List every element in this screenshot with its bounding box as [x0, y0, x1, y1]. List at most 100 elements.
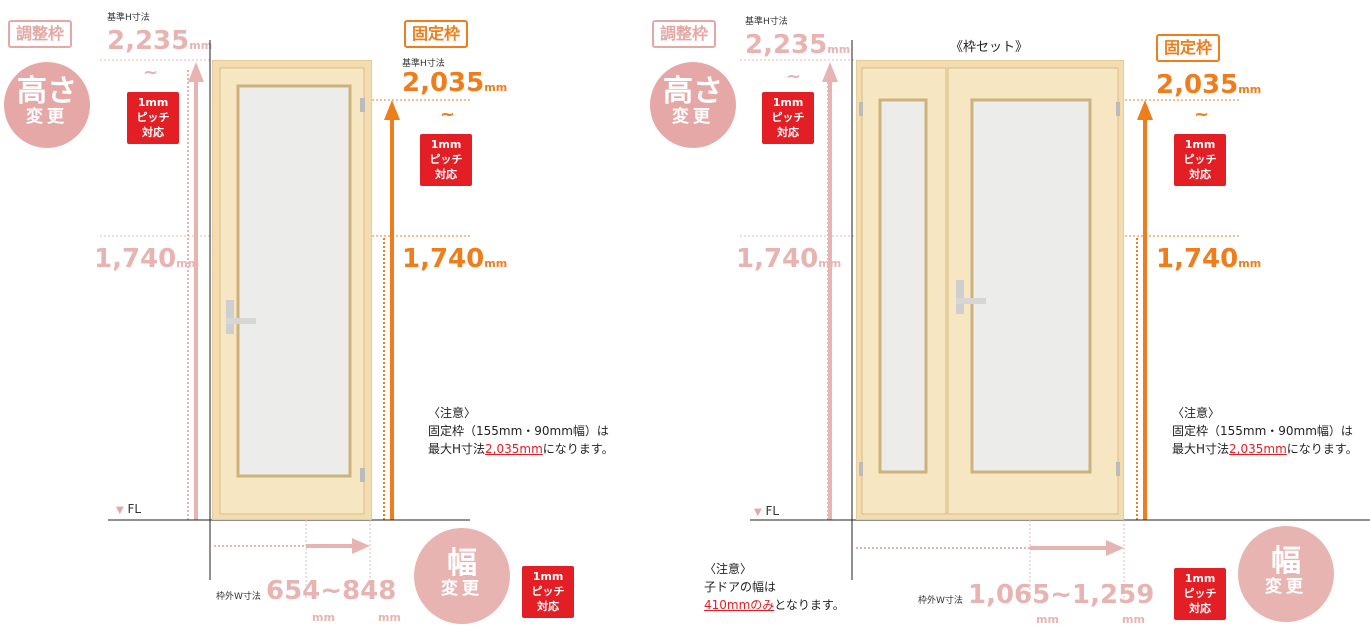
width-circle-line2: 変更	[1265, 577, 1307, 597]
adjust-max-value: 2,235	[745, 30, 828, 60]
hinge	[1116, 102, 1120, 116]
fixed-frame-note: 〈注意〉 固定枠（155mm・90mm幅）は 最大H寸法2,035mmになります…	[428, 404, 614, 458]
height-circle-line1: 高さ	[663, 74, 723, 109]
adjust-frame-tag: 調整枠	[8, 20, 73, 48]
adjust-min-height: 1,740mm	[94, 244, 199, 274]
std-h-label: 基準H寸法	[107, 13, 150, 23]
width-sep: ~	[320, 576, 343, 606]
pitch-badge: 1mm ピッチ 対応	[127, 92, 179, 144]
pitch-line3: 対応	[142, 126, 164, 139]
pitch-line3: 対応	[1189, 602, 1211, 615]
fixed-max-height: 2,035mm	[402, 68, 507, 98]
floor-triangle-icon: ▼	[754, 507, 762, 518]
pitch-badge: 1mm ピッチ 対応	[1174, 134, 1226, 186]
floor-level-label: ▼ FL	[116, 502, 141, 516]
fixed-frame-tag: 固定枠	[1156, 34, 1221, 62]
pitch-line1: 1mm	[430, 138, 462, 151]
frame-set-label: 《枠セット》	[950, 40, 1029, 55]
note-highlight: 2,035mm	[1229, 442, 1287, 456]
unit-mm: mm	[189, 39, 213, 52]
width-circle-line1: 幅	[1271, 544, 1301, 579]
width-max-unit: mm	[378, 606, 401, 625]
unit-mm: mm	[484, 257, 508, 270]
door-handle	[956, 298, 986, 304]
note-highlight: 2,035mm	[485, 442, 543, 456]
pitch-line1: 1mm	[1184, 572, 1216, 585]
pitch-line1: 1mm	[1184, 138, 1216, 151]
note-title: 〈注意〉	[1172, 406, 1221, 420]
fixed-min-value: 1,740	[1156, 244, 1239, 274]
unit-mm: mm	[484, 81, 508, 94]
floor-level-label: ▼ FL	[754, 504, 779, 518]
width-min: 1,065	[968, 580, 1051, 610]
height-circle-line2: 変更	[26, 107, 68, 127]
right-guides	[740, 40, 1370, 600]
floor-triangle-icon: ▼	[116, 505, 124, 516]
note-line2: 最大H寸法2,035mmになります。	[1172, 440, 1358, 458]
hinge	[859, 462, 863, 476]
note-title: 〈注意〉	[704, 562, 753, 576]
note-text: になります。	[1286, 442, 1358, 456]
double-door	[856, 60, 1124, 520]
adjust-min-value: 1,740	[94, 244, 177, 274]
adjust-max-height: 2,235mm	[107, 26, 212, 56]
height-circle-line1: 高さ	[17, 74, 77, 109]
width-arrow-head	[352, 538, 370, 554]
note-line1: 子ドアの幅は	[704, 580, 777, 594]
pitch-line2: ピッチ	[1183, 587, 1217, 600]
note-text: 最大H寸法	[1172, 442, 1230, 456]
unit-mm: mm	[312, 611, 335, 624]
tilde: ~	[143, 62, 159, 83]
note-line1: 固定枠（155mm・90mm幅）は	[428, 424, 609, 438]
fixed-min-height: 1,740mm	[1156, 244, 1261, 274]
note-title: 〈注意〉	[428, 406, 477, 420]
height-change-circle: 高さ 変更	[650, 62, 736, 148]
pitch-line3: 対応	[537, 600, 559, 613]
door-handle-plate	[226, 300, 234, 334]
adjust-min-value: 1,740	[736, 244, 819, 274]
width-min-unit: mm	[312, 606, 335, 625]
adjust-max-height: 2,235mm	[745, 30, 850, 60]
pitch-line3: 対応	[777, 126, 799, 139]
width-min: 654	[266, 576, 321, 606]
height-change-circle: 高さ 変更	[4, 62, 90, 148]
pitch-badge: 1mm ピッチ 対応	[762, 92, 814, 144]
pitch-line2: ピッチ	[771, 111, 805, 124]
pitch-line3: 対応	[1189, 168, 1211, 181]
pitch-line2: ピッチ	[531, 585, 565, 598]
fixed-arrow-head	[384, 100, 400, 120]
unit-mm: mm	[1238, 257, 1262, 270]
width-range: 枠外W寸法 654~848	[216, 576, 396, 606]
note-text: となります。	[774, 598, 845, 612]
fixed-arrow-head	[1137, 100, 1153, 120]
door-handle-plate	[956, 280, 964, 314]
note-line2: 最大H寸法2,035mmになります。	[428, 440, 614, 458]
tilde: ~	[786, 66, 802, 87]
tilde: ~	[1194, 104, 1210, 125]
width-sep: ~	[1050, 580, 1073, 610]
adjust-frame-tag: 調整枠	[652, 20, 717, 48]
fixed-min-value: 1,740	[402, 244, 485, 274]
fixed-frame-tag: 固定枠	[404, 20, 469, 48]
single-door	[212, 60, 372, 520]
pitch-line1: 1mm	[137, 96, 169, 109]
height-circle-line2: 変更	[672, 107, 714, 127]
tilde: ~	[440, 104, 456, 125]
unit-mm: mm	[378, 611, 401, 624]
fl-text: FL	[127, 502, 142, 516]
pitch-line1: 1mm	[772, 96, 804, 109]
note-highlight: 410mmのみ	[704, 598, 775, 612]
width-max: 1,259	[1072, 580, 1155, 610]
hinge	[1116, 462, 1120, 476]
width-change-circle: 幅 変更	[1238, 526, 1334, 622]
fixed-frame-note: 〈注意〉 固定枠（155mm・90mm幅）は 最大H寸法2,035mmになります…	[1172, 404, 1358, 458]
fixed-max-value: 2,035	[1156, 70, 1239, 100]
fixed-max-value: 2,035	[402, 68, 485, 98]
fixed-std-h-label: 基準H寸法	[402, 59, 445, 69]
child-door-note: 〈注意〉 子ドアの幅は 410mmのみとなります。	[704, 560, 845, 614]
door-handle	[226, 318, 256, 324]
note-text: 最大H寸法	[428, 442, 486, 456]
pitch-badge: 1mm ピッチ 対応	[1174, 568, 1226, 620]
width-circle-line1: 幅	[447, 546, 477, 581]
note-text: になります。	[542, 442, 614, 456]
